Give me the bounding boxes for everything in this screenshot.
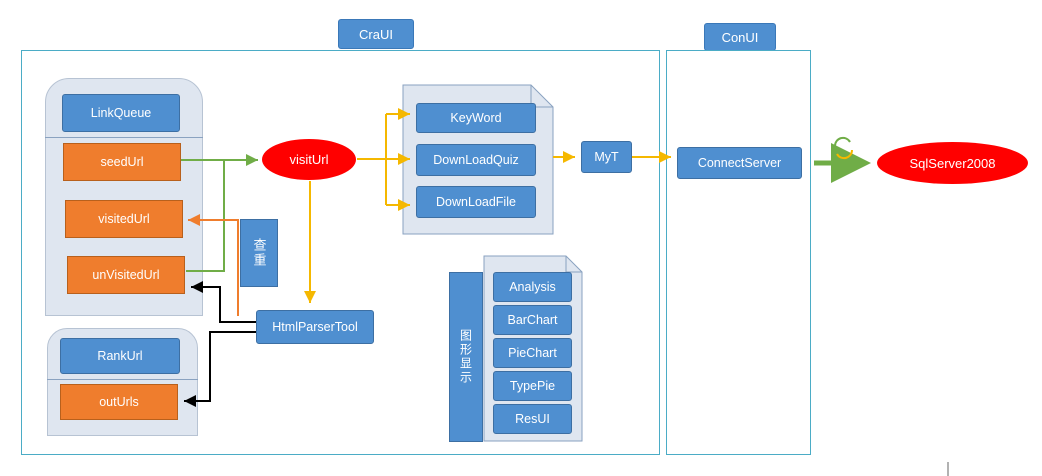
craui-tab: CraUI: [338, 19, 414, 49]
arrow-unvisited-to-visit: [186, 161, 225, 272]
pie-chart-box: PieChart: [493, 338, 572, 368]
rank-url-title: RankUrl: [60, 338, 180, 374]
analysis-box: Analysis: [493, 272, 572, 302]
bar-chart-box: BarChart: [493, 305, 572, 335]
visited-url-box: visitedUrl: [65, 200, 183, 238]
sql-server-ellipse: SqlServer2008: [877, 142, 1028, 184]
seed-url-box: seedUrl: [63, 143, 181, 181]
download-quiz-box: DownLoadQuiz: [416, 144, 536, 176]
html-parser-tool-box: HtmlParserTool: [256, 310, 374, 344]
arrow-parser-to-unvisited: [191, 281, 256, 323]
arrow-parser-to-visited: [188, 214, 239, 316]
link-queue-divider: [45, 137, 203, 138]
sync-cycle-icon: [833, 136, 854, 160]
graph-display-label: 图形显示: [449, 272, 483, 442]
connect-server-box: ConnectServer: [677, 147, 802, 179]
myt-box: MyT: [581, 141, 632, 173]
unvisited-url-box: unVisitedUrl: [67, 256, 185, 294]
type-pie-box: TypePie: [493, 371, 572, 401]
out-urls-box: outUrls: [60, 384, 178, 420]
res-ui-box: ResUI: [493, 404, 572, 434]
link-queue-title: LinkQueue: [62, 94, 180, 132]
arrow-parser-to-outurls: [184, 331, 256, 407]
dedupe-box: 查重: [240, 219, 278, 287]
keyword-box: KeyWord: [416, 103, 536, 133]
rank-url-divider: [47, 379, 198, 380]
download-file-box: DownLoadFile: [416, 186, 536, 218]
visit-url-ellipse: visitUrl: [262, 139, 356, 180]
craui-frame: [21, 50, 660, 455]
conui-frame: [666, 50, 811, 455]
